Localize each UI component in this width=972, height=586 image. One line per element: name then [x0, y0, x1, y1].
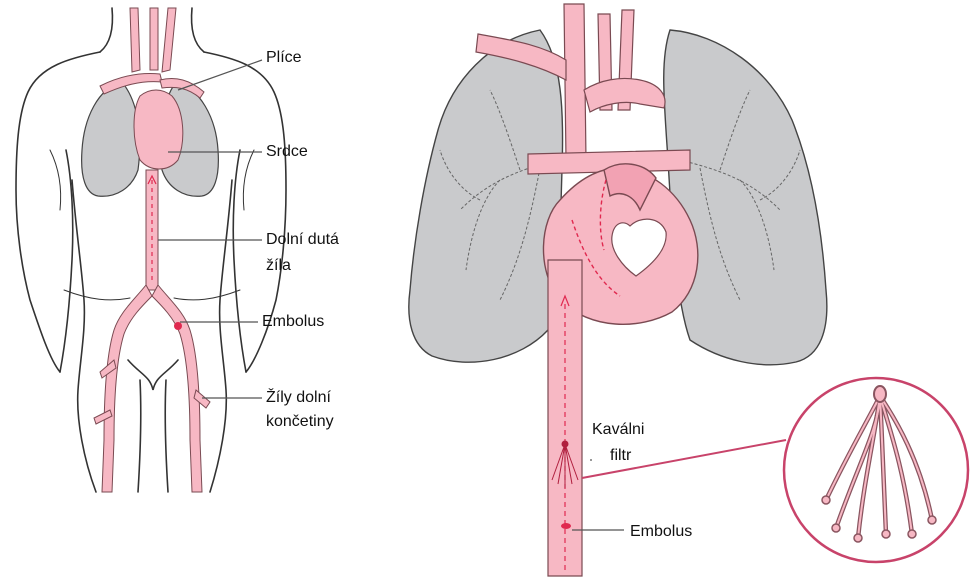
- label-heart: Srdce: [266, 142, 308, 162]
- label-ivc-line1: Dolní dutá: [266, 230, 339, 250]
- label-leg-veins-line2: končetiny: [266, 412, 334, 432]
- label-embolus-left: Embolus: [262, 312, 324, 332]
- label-embolus-right: Embolus: [630, 522, 692, 542]
- filter-magnified: [784, 378, 968, 562]
- body-ivc-leg-veins: [94, 170, 210, 492]
- right-lung-shape: [664, 30, 827, 365]
- label-lungs: Plíce: [266, 48, 302, 68]
- label-leg-veins-line1: Žíly dolní: [266, 388, 331, 408]
- left-lung-shape: [409, 30, 563, 362]
- label-ivc-line2: žíla: [266, 256, 291, 276]
- body-embolus-marker: [174, 322, 182, 330]
- vessel-embolus-marker: [561, 523, 571, 529]
- label-filter-line2: filtr: [610, 446, 631, 466]
- label-filter-line1: Kaválni: [592, 420, 644, 440]
